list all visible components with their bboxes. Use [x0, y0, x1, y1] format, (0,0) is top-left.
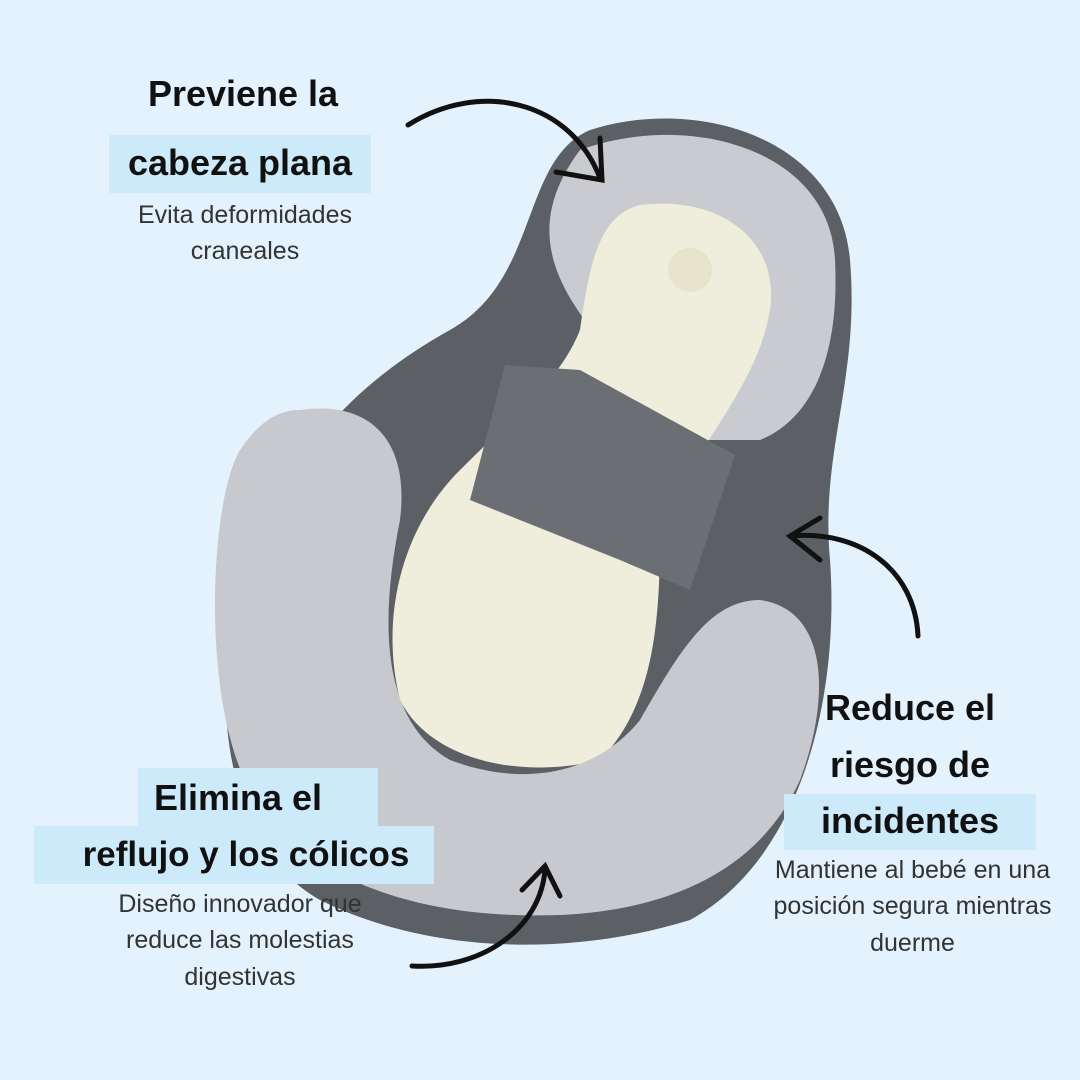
callout-head-description: Evita deformidades craneales	[90, 197, 400, 270]
description-line: digestivas	[184, 962, 296, 991]
highlight-box	[784, 794, 1036, 850]
arrow-head-callout	[405, 98, 605, 183]
callout-safety-description: Mantiene al bebé en una posición segura …	[740, 852, 1080, 961]
description-line: Evita deformidades	[137, 201, 352, 229]
callout-reflux-title-line2: reflujo y los cólicos	[82, 835, 410, 874]
callout-reflux-title-line1: Elimina el	[153, 777, 323, 818]
callout-head-title-line2: cabeza plana	[127, 142, 353, 183]
strap	[470, 365, 735, 590]
description-line: craneales	[190, 237, 300, 266]
head-rest	[668, 248, 712, 292]
description-line: Mantiene al bebé en una	[774, 856, 1051, 884]
callout-safety-title-line3: incidentes	[820, 800, 1000, 841]
callout-reflux-description: Diseño innovador que reduce las molestia…	[85, 886, 395, 995]
arrow-safety-callout	[785, 515, 921, 639]
description-line: reduce las molestias	[126, 926, 354, 955]
description-line: duerme	[870, 928, 955, 957]
callout-safety-title-line1: Reduce el	[824, 687, 996, 728]
callout-head-title-line1: Previene la	[147, 73, 339, 114]
highlight-box	[34, 826, 434, 884]
highlight-box	[109, 135, 371, 193]
description-line: posición segura mientras	[773, 892, 1052, 921]
arrow-reflux-callout	[409, 861, 563, 969]
callout-safety-title-line2: riesgo de	[829, 744, 991, 785]
highlight-box	[138, 768, 378, 826]
description-line: Diseño innovador que	[118, 890, 362, 918]
